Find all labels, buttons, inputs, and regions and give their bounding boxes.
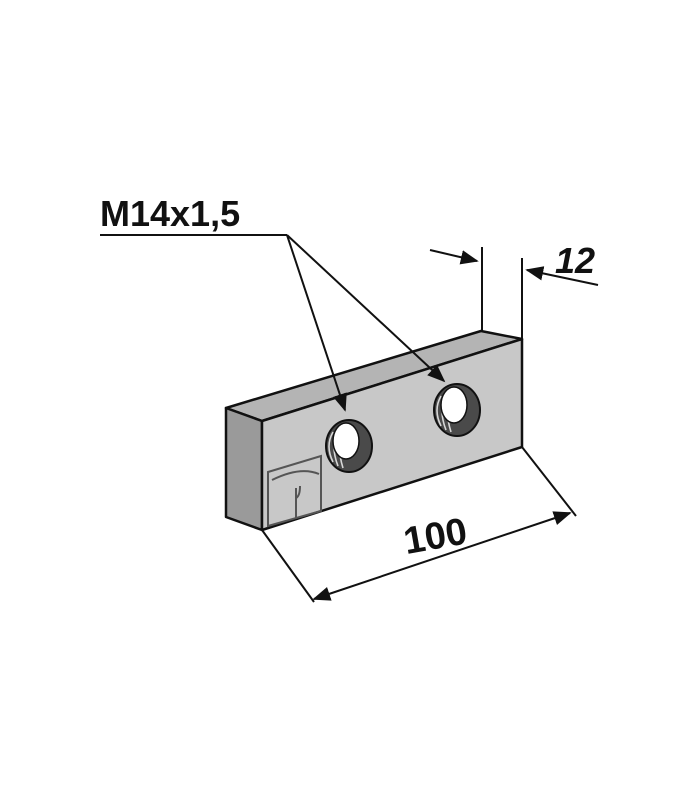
threaded-hole-icon [325, 419, 373, 473]
steel-block [224, 329, 524, 532]
length-label: 100 [401, 511, 471, 563]
block-end-face [224, 406, 264, 532]
thread-size-label: M14x1,5 [100, 193, 240, 234]
thickness-label: 12 [555, 240, 595, 281]
threaded-hole-icon [433, 383, 481, 437]
manufacturer-mark-icon [267, 454, 322, 528]
thread-callout: M14x1,5 [100, 193, 446, 412]
thickness-dimension: 12 [429, 240, 599, 339]
